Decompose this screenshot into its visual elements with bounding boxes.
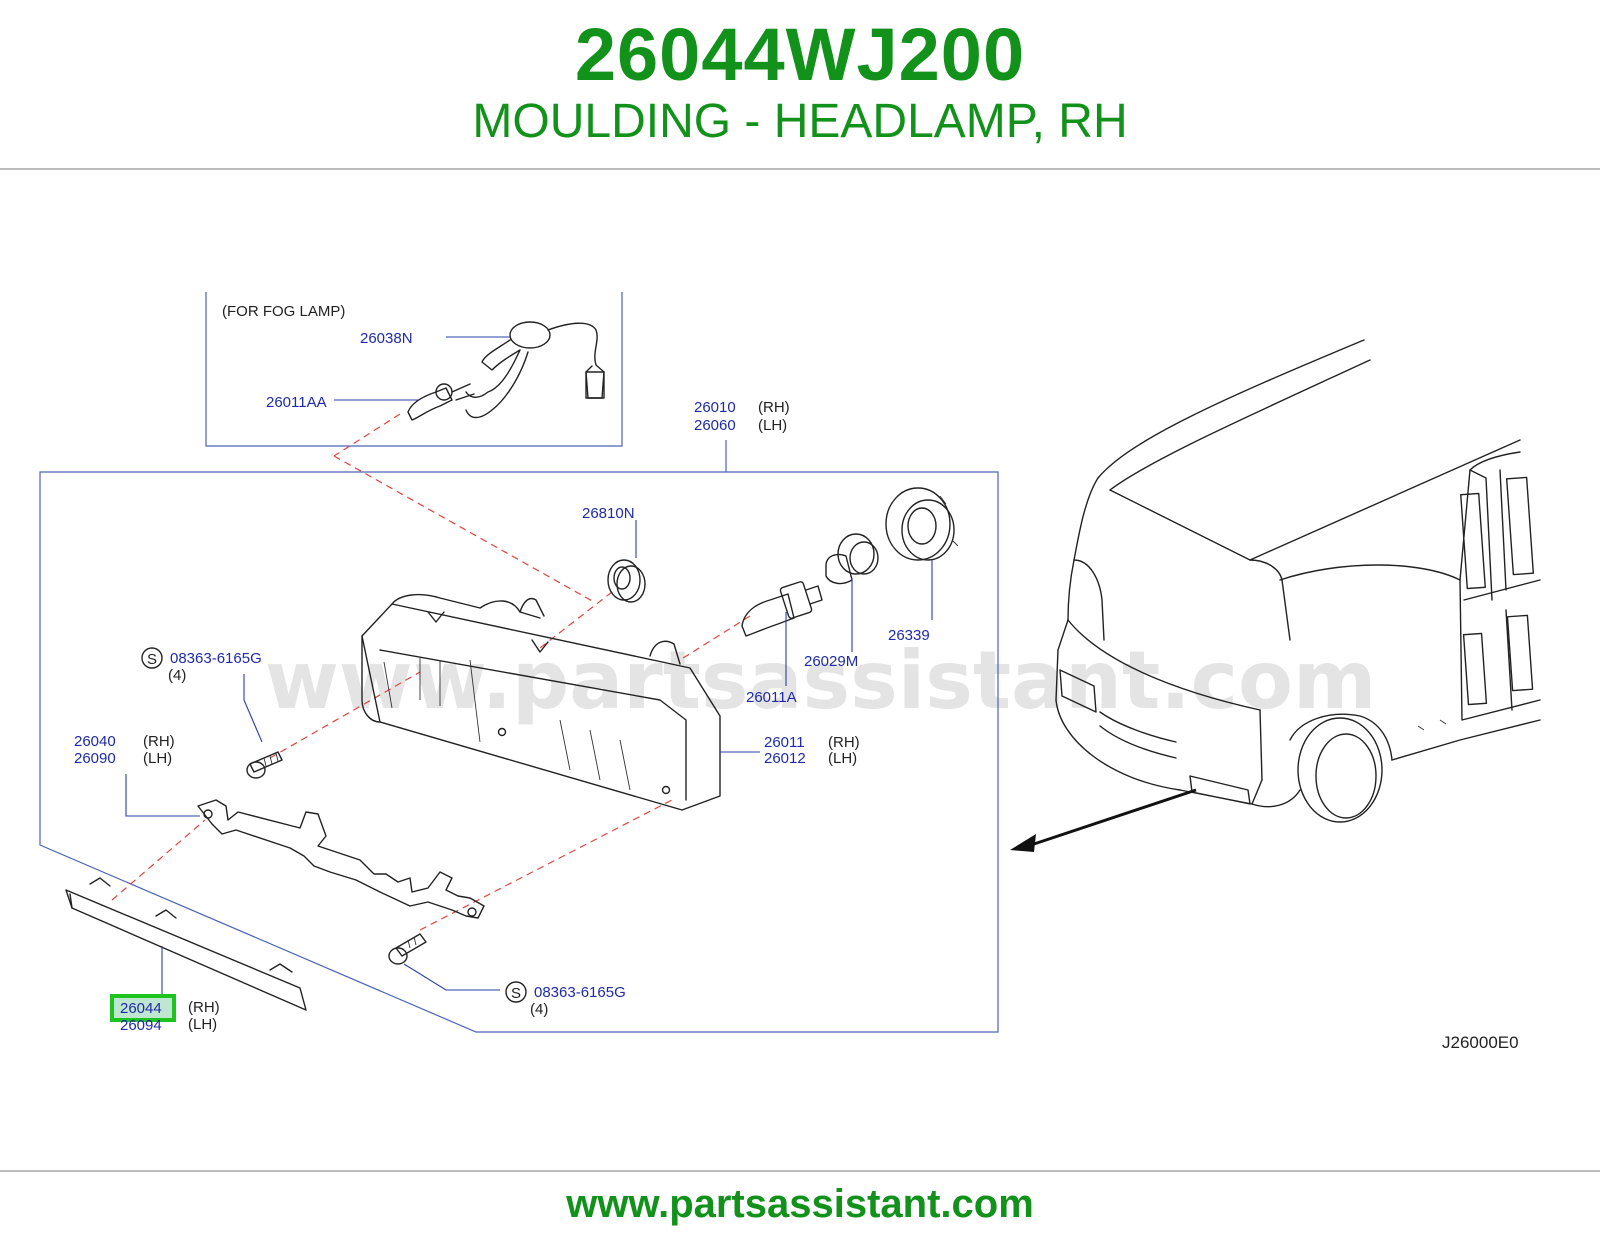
label-26011AA: 26011AA [266,394,327,411]
s-symbol-bottom-text: S [511,985,521,1002]
part-number-title: 26044WJ200 [574,13,1026,96]
qual-26012-lh: (LH) [828,750,857,767]
qty-bottom: (4) [530,1001,548,1018]
fog-lamp-frame [205,292,623,447]
headlamp-unit [361,593,760,811]
label-26038N: 26038N [360,330,413,347]
fog-bulb [407,383,475,421]
qual-26010-rh: (RH) [758,399,790,416]
bracket-26040: 26040 26090 (RH) (LH) [74,733,485,919]
header-divider [0,168,1600,170]
highlight-26044[interactable] [110,994,176,1022]
label-26012: 26012 [764,750,806,767]
leader-26040 [125,774,200,817]
qual-26044-rh: (RH) [188,999,220,1016]
fog-lamp-note: (FOR FOG LAMP) [222,303,345,320]
s-symbol-top [141,647,163,669]
footer-url-link[interactable]: www.partsassistant.com [566,1182,1034,1226]
dust-cover-26029M: 26029M [804,533,879,670]
label-26060: 26060 [694,417,736,434]
moulding-26044 [65,877,307,1011]
label-26010: 26010 [694,399,736,416]
headlamp-bulb-26011A: 26011A [741,581,823,706]
label-08363-bottom: 08363-6165G [534,984,626,1001]
screw-top: S 08363-6165G (4) [141,647,283,779]
page-header: 26044WJ200 MOULDING - HEADLAMP, RH [0,0,1600,168]
leader-08363-top [243,674,263,743]
qual-26040-rh: (RH) [143,733,175,750]
label-26011A: 26011A [746,689,797,706]
screw-bottom: S 08363-6165G (4) [388,933,626,1018]
footer-divider [0,1170,1600,1172]
direction-arrow [1010,788,1197,852]
s-symbol-top-text: S [147,651,157,668]
part-name-subtitle: MOULDING - HEADLAMP, RH [472,95,1128,148]
watermark-text: www.partsassistant.com [265,634,1376,727]
s-symbol-bottom [505,981,527,1003]
drawing-code: J26000E0 [1442,1033,1519,1052]
rubber-cap-26810N: 26810N [582,505,646,603]
label-08363-top: 08363-6165G [170,650,262,667]
fog-socket-harness [465,321,605,419]
label-26044[interactable]: 26044 [120,1000,162,1017]
label-26339: 26339 [888,627,930,644]
headlamp-assembly-frame [39,471,999,1033]
qual-26090-lh: (LH) [143,750,172,767]
label-26810N: 26810N [582,505,635,522]
label-26094: 26094 [120,1017,162,1034]
label-26040: 26040 [74,733,116,750]
qual-26094-lh: (LH) [188,1016,217,1033]
label-26090: 26090 [74,750,116,767]
leader-08363-bottom [403,963,500,991]
label-26029M: 26029M [804,653,858,670]
qual-26011-rh: (RH) [828,734,860,751]
van-illustration [1055,339,1541,823]
qual-26060-lh: (LH) [758,417,787,434]
qty-top: (4) [168,667,186,684]
label-26011: 26011 [764,734,805,751]
fog-lamp-inset: (FOR FOG LAMP) 26038N 26011AA [205,292,623,447]
retaining-ring-26339: 26339 [885,487,959,644]
